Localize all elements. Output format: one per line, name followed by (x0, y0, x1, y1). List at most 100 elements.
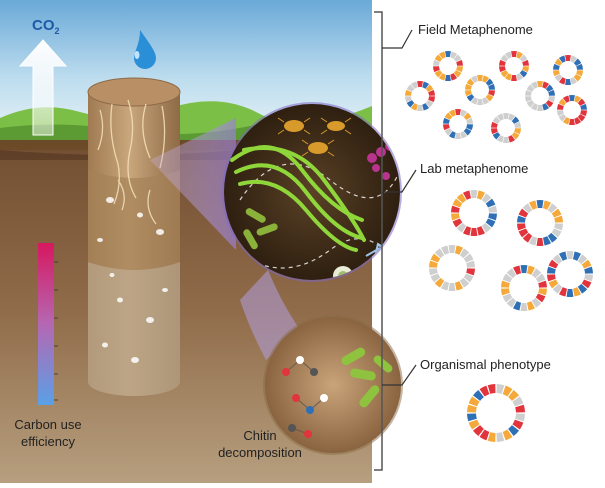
ring-segment (558, 114, 567, 122)
ring-segment (479, 385, 490, 397)
ring-segment (428, 89, 435, 96)
ring-segment (492, 116, 501, 124)
lab-ring (429, 245, 475, 291)
ring-segment (536, 237, 544, 246)
ring-segment (562, 117, 570, 125)
ring-segment (526, 301, 535, 311)
ring-segment (496, 384, 505, 394)
ring-segment (525, 89, 532, 96)
ring-segment (496, 113, 504, 121)
ring-segment (456, 193, 467, 204)
ring-segment (428, 96, 435, 103)
ring-segment (468, 396, 480, 407)
ring-segment (434, 70, 443, 78)
ring-segment (537, 81, 543, 88)
field-ring (553, 55, 583, 85)
ring-segment (487, 432, 496, 442)
ring-segment (548, 96, 555, 103)
ring-segment (463, 190, 472, 200)
ring-segment (562, 95, 570, 103)
lab-ring (451, 190, 497, 236)
ring-segment (515, 404, 525, 413)
ring-segment (501, 280, 510, 288)
ring-segment (430, 253, 441, 263)
ring-segment (465, 83, 472, 90)
ring-segment (477, 74, 483, 82)
ring-segment (406, 100, 415, 108)
ring-segment (548, 259, 559, 269)
ring-segment (443, 117, 450, 124)
ring-segment (503, 136, 509, 144)
lab-ring (547, 251, 593, 297)
ring-segment (577, 98, 586, 106)
ring-segment (481, 193, 492, 204)
ring-segment (572, 287, 581, 297)
ring-segment (405, 96, 412, 103)
lab-ring (501, 264, 547, 312)
ring-segment (488, 83, 495, 90)
ring-segment (573, 58, 582, 66)
ring-segment (538, 280, 547, 288)
ring-segment (570, 77, 578, 85)
ring-segment (526, 265, 535, 275)
ring-segment (445, 74, 451, 81)
zoom-beam-upper (150, 118, 236, 250)
ring-segment (443, 124, 450, 131)
co2-label: CO2 (32, 17, 60, 36)
ring-segment (433, 59, 440, 66)
ring-segment (465, 90, 472, 97)
ring-segment (476, 226, 485, 236)
ring-segment (553, 63, 560, 70)
soil-core (87, 77, 181, 396)
ring-segment (554, 223, 563, 231)
ring-segment (463, 128, 472, 136)
ring-segment (438, 51, 446, 59)
field-metaphenome-title: Field Metaphenome (418, 22, 533, 37)
phenotype-rings (405, 51, 593, 442)
ring-segment (463, 273, 474, 283)
ring-segment (553, 70, 560, 77)
ring-segment (526, 100, 535, 108)
chitin-lens (263, 315, 403, 455)
ring-segment (503, 113, 509, 120)
field-ring (405, 81, 435, 112)
ring-segment (456, 59, 463, 66)
ring-segment (425, 100, 434, 108)
ring-segment (522, 232, 533, 243)
ring-segment (574, 95, 582, 103)
ring-segment (466, 117, 473, 124)
ring-segment (468, 419, 480, 430)
ring-segment (512, 419, 524, 430)
ring-segment (410, 103, 418, 111)
ring-segment (488, 205, 497, 213)
ring-segment (511, 132, 520, 140)
cue-gradient-bar (38, 243, 54, 405)
ring-segment (463, 112, 472, 120)
ring-segment (452, 218, 463, 228)
fungal-hyphae (230, 145, 366, 252)
ring-segment (573, 74, 582, 82)
ring-segment (558, 55, 566, 63)
ring-segment (500, 70, 509, 78)
ring-segment (508, 389, 520, 401)
lab-metaphenome-title: Lab metaphenome (420, 161, 528, 176)
ring-segment (477, 98, 483, 106)
ring-segment (518, 208, 529, 218)
ring-segment (470, 75, 478, 83)
ring-segment (531, 268, 542, 279)
ring-segment (500, 54, 509, 62)
ring-segment (511, 116, 520, 124)
ring-segment (513, 301, 522, 311)
ring-segment (569, 95, 575, 102)
ring-segment (545, 84, 554, 92)
ring-segment (566, 288, 574, 297)
ring-segment (530, 103, 538, 111)
ring-segment (466, 124, 473, 131)
ring-segment (485, 94, 494, 102)
ring-segment (520, 264, 528, 274)
ring-segment (405, 89, 412, 96)
ring-segment (566, 251, 574, 260)
ring-segment (569, 118, 575, 125)
ring-segment (455, 108, 461, 116)
field-ring (465, 74, 495, 106)
